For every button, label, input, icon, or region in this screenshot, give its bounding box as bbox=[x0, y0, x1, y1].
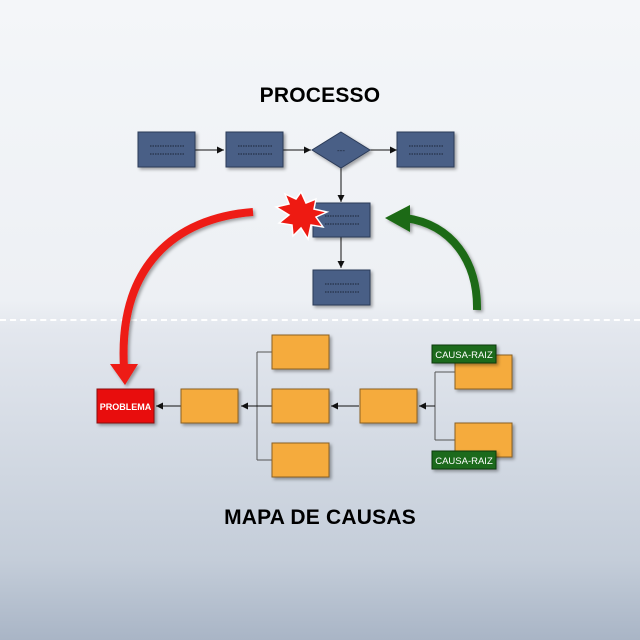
process-step-box-3 bbox=[396, 131, 455, 168]
problem-box: PROBLEMA bbox=[96, 388, 155, 424]
process-step-box-1 bbox=[137, 131, 196, 168]
process-step-box-5 bbox=[312, 269, 371, 306]
process-title: PROCESSO bbox=[259, 84, 381, 107]
decision-label: --- bbox=[337, 146, 345, 155]
cause-box-bottom bbox=[271, 442, 330, 478]
cause-box-effect bbox=[180, 388, 239, 424]
root-cause-tag-top: CAUSA-RAIZ bbox=[431, 344, 497, 364]
cause-map-title: MAPA DE CAUSAS bbox=[224, 506, 416, 529]
explosion-burst-icon bbox=[274, 190, 330, 241]
cause-box-intermediate bbox=[359, 388, 418, 424]
process-flow: --- bbox=[137, 131, 455, 306]
cause-box-top bbox=[271, 334, 330, 370]
problem-label: PROBLEMA bbox=[100, 402, 152, 412]
cause-box-middle bbox=[271, 388, 330, 424]
section-divider bbox=[0, 319, 640, 321]
process-step-box-2 bbox=[225, 131, 284, 168]
root-cause-label: CAUSA-RAIZ bbox=[435, 456, 493, 467]
root-cause-label: CAUSA-RAIZ bbox=[435, 350, 493, 361]
process-step-box-failure bbox=[312, 202, 371, 238]
cause-map: PROBLEMA CAUSA-RAIZ CAUSA-RAIZ bbox=[96, 334, 513, 478]
green-curved-arrow bbox=[385, 205, 482, 311]
red-curved-arrow bbox=[110, 208, 254, 385]
process-decision-diamond: --- bbox=[311, 131, 371, 169]
root-cause-tag-bottom: CAUSA-RAIZ bbox=[431, 450, 497, 470]
